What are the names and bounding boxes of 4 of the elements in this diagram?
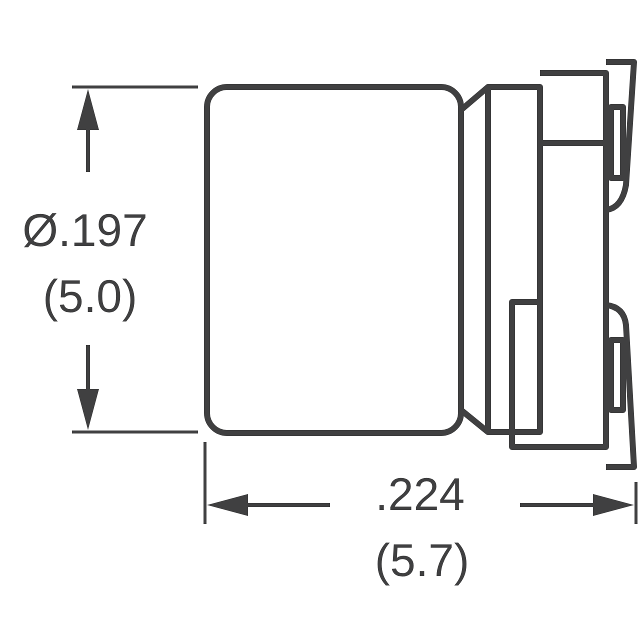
dimension-label: (5.0) [42, 273, 138, 319]
dimension-label: (5.7) [374, 537, 470, 583]
dimension-label: Ø.197 [22, 207, 148, 253]
dimension-label: .224 [375, 471, 465, 517]
